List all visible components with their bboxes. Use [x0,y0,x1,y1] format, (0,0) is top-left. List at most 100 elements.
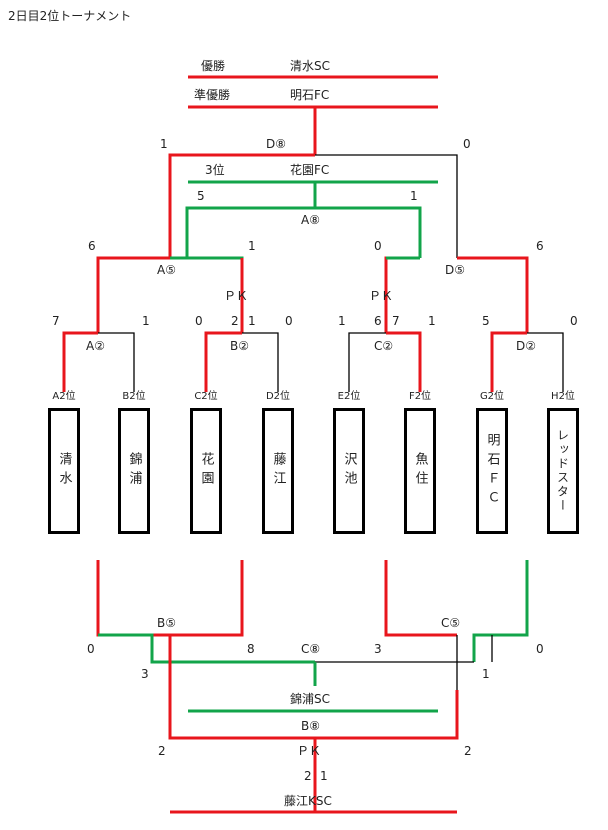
seed-label: G2位 [480,389,504,402]
qf-c2-right [386,331,422,392]
team-box: 明石ＦＣ [476,408,508,534]
team-box: 魚住 [404,408,436,534]
qf-a2-right [98,332,135,392]
semi-left-pk-right: 1 [248,314,256,328]
qf-a2-code: A② [86,339,105,353]
team-box: レッドスター [547,408,579,534]
champion-label: 優勝 [201,58,225,73]
upper-labels: 優勝 清水SC 準優勝 明石FC 1 D⑧ 0 3位 花園FC 5 1 A⑧ 6… [52,58,578,353]
semi-right-pk: ＰＫ [369,289,393,303]
semi-left-score-right: 1 [248,239,256,253]
semi-left-code: A⑤ [157,263,176,277]
seed-label: C2位 [194,389,217,402]
final-score-right: 0 [463,137,471,151]
third-score-left: 5 [197,189,205,203]
qf-b2-score-left: 0 [195,314,203,328]
champion-name: 清水SC [290,59,330,73]
upper-bracket-lines [62,75,564,392]
final-branch-right [315,154,458,258]
qf-a2-left [62,331,98,392]
semi-right-branch-right [457,256,529,333]
team-name: 花園 [198,452,214,490]
b8-score-left: 2 [158,744,166,758]
qf-b2-left [204,331,242,392]
c8-score-left: 3 [141,667,149,681]
third-name: 花園FC [290,162,329,177]
c5-code: C⑤ [441,616,460,630]
seed-label: A2位 [52,389,75,402]
seed-label: H2位 [551,389,575,402]
qf-d2-left [490,331,527,392]
b8-score-right: 2 [464,744,472,758]
b5-score-right: 8 [247,642,255,656]
qf-b2-code: B② [230,339,249,353]
b5-score-left: 0 [87,642,95,656]
b8-left [168,635,315,740]
c5-score-left: 3 [374,642,382,656]
qf-b2-right [242,332,279,392]
team-box: 花園 [190,408,222,534]
b5-right [170,560,244,637]
b5-code: B⑤ [157,616,176,630]
qf-d2-score-right: 0 [570,314,578,328]
c5-right [472,560,529,662]
lower-labels: B⑤ 0 8 C⑤ 3 0 C⑧ 3 1 錦浦SC B⑧ 2 2 ＰＫ 2 1 … [87,616,544,808]
team-name: 魚住 [412,452,428,490]
c5-left [384,560,457,637]
c8-winner-name: 錦浦SC [290,691,330,706]
b8-pk-right: 1 [320,769,328,783]
seed-labels: A2位 B2位 C2位 D2位 E2位 F2位 G2位 H2位 [52,389,575,402]
qf-c2-code: C② [374,339,393,353]
team-name: 清水 [56,452,72,490]
page-title: 2日目2位トーナメント [8,8,131,23]
b8-winner-name: 藤江KSC [284,794,332,808]
qf-d2-score-left: 5 [482,314,490,328]
semi-left-pk: ＰＫ [224,289,248,303]
qf-b2-score-right: 0 [285,314,293,328]
qf-a2-score-right: 1 [142,314,150,328]
b8-code: B⑧ [301,719,320,733]
qf-c2-left [348,332,386,392]
lower-bracket-lines [96,560,529,814]
team-box: 藤江 [262,408,294,534]
third-branch-left [185,206,315,258]
c8-score-right: 1 [482,667,490,681]
b8-pk-left: 2 [304,769,312,783]
qf-d2-code: D② [516,339,536,353]
semi-left-pk-left: 2 [231,314,239,328]
b5-loser-line [98,633,315,664]
seed-label: F2位 [409,389,431,402]
semi-right-score-left: 0 [374,239,382,253]
semi-right-pk-right: 7 [392,314,400,328]
semi-right-score-right: 6 [536,239,544,253]
seed-label: B2位 [122,389,145,402]
third-branch-right [315,206,422,258]
team-box: 清水 [48,408,80,534]
third-label: 3位 [205,162,225,177]
team-name: レッドスター [555,429,570,513]
team-name: 藤江 [270,452,286,490]
c8-code: C⑧ [301,642,320,656]
seed-label: D2位 [266,389,290,402]
semi-left-branch-left [96,256,170,333]
team-name: 沢池 [341,452,357,490]
third-score-right: 1 [410,189,418,203]
runner-up-label: 準優勝 [194,87,230,102]
qf-c2-score-right: 1 [428,314,436,328]
team-box: 錦浦 [118,408,150,534]
team-name: 明石ＦＣ [484,433,500,509]
qf-a2-score-left: 7 [52,314,60,328]
runner-up-name: 明石FC [290,88,329,102]
qf-c2-score-left: 1 [338,314,346,328]
c5-score-right: 0 [536,642,544,656]
final-score-left: 1 [160,137,168,151]
third-code: A⑧ [301,213,320,227]
semi-left-score-left: 6 [88,239,96,253]
final-code: D⑧ [266,137,286,151]
team-box: 沢池 [333,408,365,534]
semi-right-code: D⑤ [445,263,465,277]
semi-right-pk-left: 6 [374,314,382,328]
b8-right [315,690,459,740]
team-name: 錦浦 [126,452,142,490]
